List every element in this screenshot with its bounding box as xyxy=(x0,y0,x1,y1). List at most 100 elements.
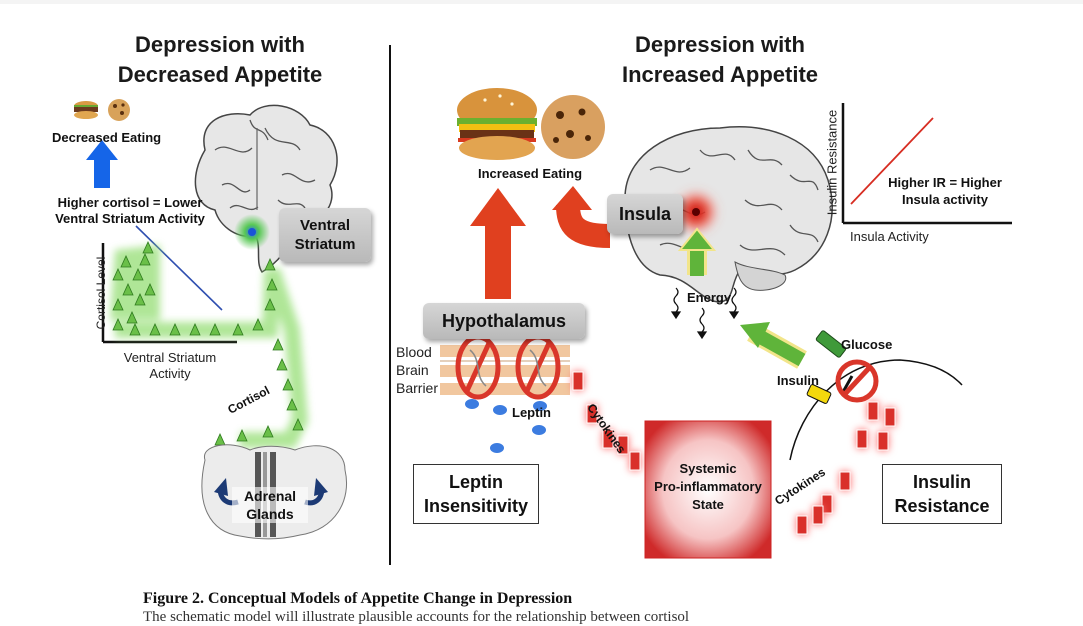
systemic-state-box xyxy=(644,420,772,559)
systemic-line3: State xyxy=(692,497,724,512)
brain-sagittal-image xyxy=(624,126,833,303)
cortisol-triangle xyxy=(149,323,161,336)
right-title-line2: Increased Appetite xyxy=(621,62,819,87)
cortisol-triangle xyxy=(209,323,221,336)
ir-note-line1: Higher IR = Higher xyxy=(888,175,1002,190)
hypothalamus-box: Hypothalamus xyxy=(423,303,585,339)
cytokine-block xyxy=(821,494,833,514)
leptin-insens-line1: Leptin xyxy=(448,472,503,492)
cortisol-triangle xyxy=(129,323,141,336)
cytokine-block xyxy=(586,404,598,424)
cortisol-triangle xyxy=(144,283,156,296)
decreased-eating-label: Decreased Eating xyxy=(52,130,162,145)
cortisol-axis-x: Ventral Striatum Activity xyxy=(100,350,240,382)
cortisol-note-line2: Ventral Striatum Activity xyxy=(55,211,205,226)
cortisol-triangle xyxy=(264,298,276,311)
cytokine-block xyxy=(884,407,896,427)
cortisol-graph xyxy=(101,225,237,344)
cortisol-triangle xyxy=(282,378,294,391)
cytokine-block xyxy=(617,435,629,455)
insulin-res-line2: Resistance xyxy=(894,496,990,516)
cytokine-block xyxy=(867,401,879,421)
ir-axis-y: Insulin Resistance xyxy=(824,109,840,216)
cytokines-left-group xyxy=(572,371,641,471)
leptin-label: Leptin xyxy=(512,405,551,420)
bbb-line1: Blood xyxy=(396,344,432,360)
cortisol-triangle xyxy=(122,283,134,296)
cortisol-triangle xyxy=(214,433,226,446)
energy-label: Energy xyxy=(687,290,732,305)
cortisol-triangle xyxy=(262,425,274,438)
adrenal-glands-label: Adrenal Glands xyxy=(232,487,308,523)
cytokine-block xyxy=(572,371,584,391)
cortisol-triangle xyxy=(272,338,284,351)
cytokines-right-group xyxy=(796,401,896,535)
insula-box: Insula xyxy=(607,194,683,234)
ir-axis-x: Insula Activity xyxy=(850,229,929,244)
cortisol-triangle xyxy=(112,268,124,281)
bbb-label: Blood Brain Barrier xyxy=(396,343,438,397)
systemic-line2: Pro-inflammatory xyxy=(654,479,762,494)
cortisol-triangle xyxy=(112,318,124,331)
left-title-line2: Decreased Appetite xyxy=(117,62,323,87)
ir-note: Higher IR = Higher Insula activity xyxy=(870,174,1020,208)
ventral-striatum-box: Ventral Striatum xyxy=(279,208,371,262)
cortisol-triangle xyxy=(112,298,124,311)
cortisol-axis-x-line1: Ventral Striatum xyxy=(123,350,217,365)
cortisol-triangle xyxy=(232,323,244,336)
cortisol-triangles xyxy=(112,241,304,446)
insulin-resistance-box: Insulin Resistance xyxy=(882,464,1002,524)
ventral-striatum-line1: Ventral xyxy=(299,217,351,234)
bbb-line3: Barrier xyxy=(396,380,439,396)
cookie-icon-small xyxy=(108,99,130,121)
green-up-arrow xyxy=(677,227,717,276)
leptin-insensitivity-box: Leptin Insensitivity xyxy=(413,464,539,524)
ventral-striatum-dot xyxy=(248,228,256,236)
cortisol-note: Higher cortisol = Lower Ventral Striatum… xyxy=(30,195,230,227)
top-strip xyxy=(0,0,1083,4)
left-title: Depression with Decreased Appetite xyxy=(90,30,350,90)
right-title-line1: Depression with xyxy=(635,32,805,57)
ir-graph xyxy=(841,103,1012,225)
cortisol-triangle xyxy=(132,268,144,281)
leptin-insens-line2: Insensitivity xyxy=(423,496,529,516)
red-curved-arrow xyxy=(552,186,611,248)
cytokine-block xyxy=(629,451,641,471)
cortisol-triangle xyxy=(134,293,146,306)
cytokine-block xyxy=(602,429,614,449)
insulin-receptor xyxy=(789,330,963,461)
cortisol-axis-y: Cortisol Level xyxy=(94,256,108,330)
cortisol-triangle xyxy=(266,278,278,291)
cortisol-triangle xyxy=(169,323,181,336)
increased-eating-label: Increased Eating xyxy=(478,166,583,181)
cortisol-triangle xyxy=(286,398,298,411)
ventral-striatum-line2: Striatum xyxy=(294,236,356,253)
energy-squiggles xyxy=(670,287,740,340)
glucose-label: Glucose xyxy=(841,337,893,352)
cytokine-block xyxy=(812,505,824,525)
bbb-line2: Brain xyxy=(396,362,429,378)
systemic-state-label: Systemic Pro-inflammatory State xyxy=(645,460,771,514)
adrenal-line2: Glands xyxy=(246,506,294,522)
figure-caption-title: Figure 2. Conceptual Models of Appetite … xyxy=(143,590,573,607)
cortisol-triangle xyxy=(126,311,138,324)
blue-up-arrow xyxy=(86,140,118,188)
cortisol-note-line1: Higher cortisol = Lower xyxy=(57,195,203,210)
cortisol-triangle xyxy=(142,241,154,254)
cytokine-block xyxy=(839,471,851,491)
burger-icon-large xyxy=(457,88,537,160)
leptin-dots xyxy=(465,399,547,453)
cortisol-triangle xyxy=(264,258,276,271)
cytokine-block xyxy=(877,431,889,451)
cortisol-triangle xyxy=(120,255,132,268)
cortisol-axis-x-line2: Activity xyxy=(149,366,191,381)
insulin-label: Insulin xyxy=(777,373,819,388)
left-title-line1: Depression with xyxy=(135,32,305,57)
cortisol-triangle xyxy=(139,253,151,266)
cytokine-block xyxy=(856,429,868,449)
cookie-icon-large xyxy=(541,95,605,159)
red-up-arrow xyxy=(470,188,526,299)
cytokine-block xyxy=(796,515,808,535)
no-sign-insulin xyxy=(835,359,879,403)
cortisol-triangle xyxy=(189,323,201,336)
